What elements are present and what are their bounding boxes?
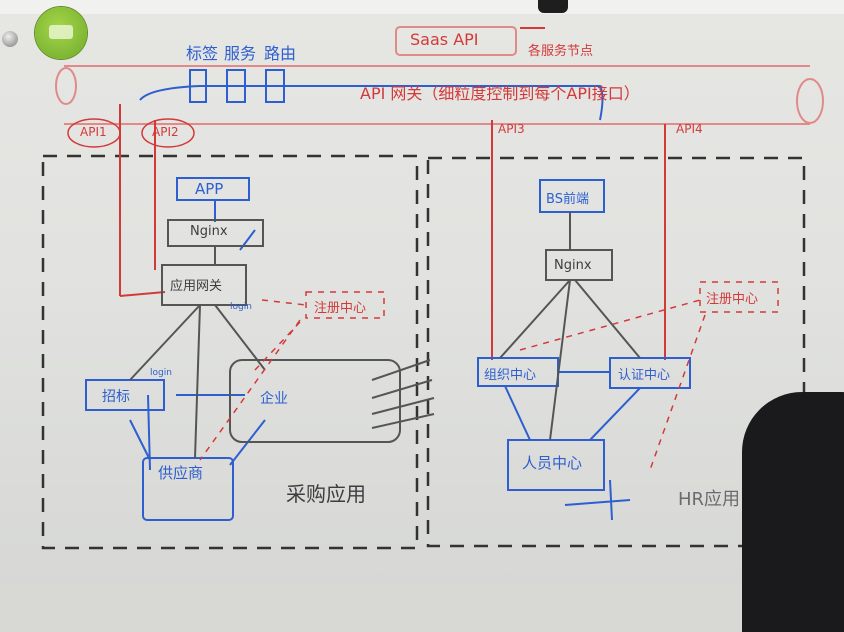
recruit-login: login — [150, 368, 172, 378]
org-center: 组织中心 — [484, 368, 537, 383]
app-box: APP — [195, 180, 224, 198]
right-registry: 注册中心 — [706, 292, 759, 307]
label-service: 服务 — [224, 44, 257, 63]
left-registry: 注册中心 — [314, 301, 367, 316]
procurement-caption: 采购应用 — [286, 482, 366, 506]
cert-center: 认证中心 — [618, 368, 671, 383]
school-logo — [35, 7, 87, 59]
presenter-silhouette — [742, 392, 844, 632]
nodes-note: 各服务节点 — [528, 44, 594, 59]
person-center: 人员中心 — [522, 454, 583, 472]
board-frame — [0, 0, 844, 14]
board-magnet — [2, 31, 18, 47]
saas-api-label: Saas API — [410, 30, 479, 49]
gateway-label: API 网关（细粒度控制到每个API接口） — [360, 84, 640, 103]
gateway-login: login — [230, 302, 252, 312]
api2-tag: API2 — [152, 125, 179, 139]
recruit-service: 招标 — [102, 389, 130, 405]
right-nginx: Nginx — [554, 258, 592, 273]
label-tag: 标签 — [186, 44, 219, 63]
label-route: 路由 — [264, 44, 297, 63]
camera-notch — [538, 0, 568, 13]
diagram-strokes — [41, 26, 824, 550]
api3-tag: API3 — [498, 122, 525, 136]
left-nginx: Nginx — [190, 224, 228, 239]
app-gateway: 应用网关 — [170, 279, 223, 294]
bs-frontend: BS前端 — [546, 192, 589, 207]
api1-tag: API1 — [80, 125, 107, 139]
supplier-service: 供应商 — [158, 464, 204, 482]
api4-tag: API4 — [676, 122, 703, 136]
company-service: 企业 — [260, 391, 288, 407]
hr-caption: HR应用 — [678, 489, 741, 510]
